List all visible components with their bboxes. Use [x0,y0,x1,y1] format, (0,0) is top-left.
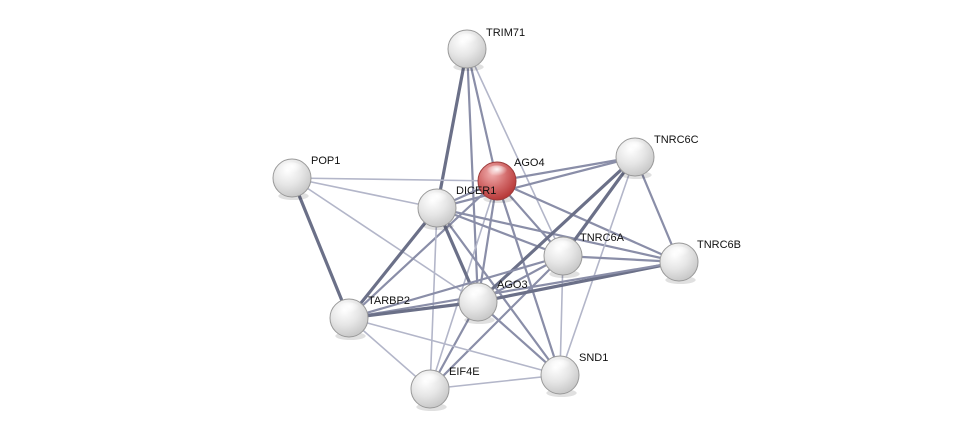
edge-pop1-dicer1[interactable] [291,177,438,209]
edge-ago4-tarbp2[interactable] [347,179,499,320]
node-label-trim71: TRIM71 [486,27,525,39]
edge-dicer1-tarbp2[interactable] [347,206,439,320]
node-highlight [337,302,361,318]
node-highlight [280,162,304,178]
edge-tnrc6c-tnrc6a[interactable] [561,155,637,258]
node-highlight [455,33,479,49]
node-highlight [466,286,490,302]
node-label-tnrc6b: TNRC6B [697,239,741,251]
edge-ago4-tnrc6c[interactable] [495,155,637,183]
node-label-ago3: AGO3 [497,279,528,291]
node-pop1[interactable]: POP1 [272,155,340,200]
edge-dicer1-tnrc6a[interactable] [435,206,565,258]
node-label-tnrc6c: TNRC6C [654,134,699,146]
edge-pop1-ago4[interactable] [291,177,498,182]
edge-trim71-ago4[interactable] [465,47,499,183]
node-label-tnrc6a: TNRC6A [580,232,625,244]
edge-trim71-dicer1[interactable] [435,47,469,210]
edge-tnrc6a-tarbp2[interactable] [347,254,565,320]
edge-tnrc6c-ago3[interactable] [476,155,637,304]
edge-tarbp2-snd1[interactable] [348,317,561,376]
node-highlight [485,165,509,181]
node-tnrc6a[interactable]: TNRC6A [543,232,625,278]
edge-tnrc6a-eif4e[interactable] [428,254,565,391]
node-highlight [623,141,647,157]
node-highlight [425,192,449,208]
node-eif4e[interactable]: EIF4E [410,366,480,411]
node-label-dicer1: DICER1 [456,185,496,197]
node-highlight [667,246,691,262]
node-label-tarbp2: TARBP2 [368,295,410,307]
edge-trim71-tnrc6a[interactable] [466,48,564,257]
edge-tnrc6a-snd1[interactable] [559,255,564,376]
node-highlight [418,373,442,389]
edge-tnrc6c-snd1[interactable] [559,156,636,376]
node-highlight [551,240,575,256]
node-label-pop1: POP1 [311,155,340,167]
node-tnrc6b[interactable]: TNRC6B [659,239,741,284]
node-tnrc6c[interactable]: TNRC6C [615,134,699,179]
node-ago3[interactable]: AGO3 [458,279,528,324]
edge-ago3-tarbp2[interactable] [347,300,480,320]
edge-ago4-ago3[interactable] [476,179,499,304]
edge-pop1-tarbp2[interactable] [290,176,351,320]
edge-ago4-snd1[interactable] [495,179,562,377]
edge-pop1-ago3[interactable] [291,177,479,303]
node-highlight [548,359,572,375]
edge-eif4e-snd1[interactable] [429,374,561,390]
node-snd1[interactable]: SND1 [540,352,608,397]
node-label-snd1: SND1 [579,352,608,364]
node-ago4[interactable]: AGO4 [477,157,545,203]
node-label-eif4e: EIF4E [449,366,480,378]
node-tarbp2[interactable]: TARBP2 [329,295,410,340]
edge-dicer1-tnrc6c[interactable] [435,155,637,210]
node-trim71[interactable]: TRIM71 [447,27,525,71]
node-label-ago4: AGO4 [514,157,545,169]
edge-dicer1-eif4e[interactable] [429,207,438,390]
node-dicer1[interactable]: DICER1 [417,185,496,230]
edge-dicer1-tnrc6b[interactable] [435,206,681,264]
edge-tnrc6b-tarbp2[interactable] [347,260,681,320]
